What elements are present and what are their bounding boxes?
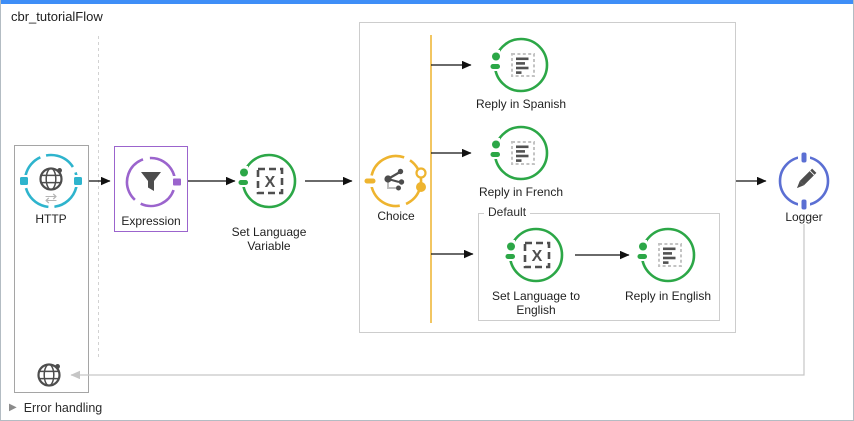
choice-router-icon xyxy=(364,154,427,208)
node-label: Logger xyxy=(785,210,823,224)
set-variable-icon xyxy=(237,153,297,209)
node-reply-in-french[interactable]: Reply in French xyxy=(479,121,563,199)
node-expression[interactable]: Expression xyxy=(119,150,183,228)
http-listener-scope-box[interactable] xyxy=(14,145,89,393)
flow-selection-bar xyxy=(1,0,853,4)
flow-title[interactable]: cbr_tutorialFlow xyxy=(11,9,103,24)
node-http[interactable]: ⇄ HTTP xyxy=(18,149,84,226)
set-payload-icon xyxy=(489,37,549,93)
set-variable-x-icon xyxy=(523,241,551,269)
node-label: Choice xyxy=(377,209,415,223)
node-label: Reply in English xyxy=(624,289,712,303)
choice-scope-box[interactable] xyxy=(359,22,736,333)
globe-icon xyxy=(37,362,62,387)
connector-logger-error-response xyxy=(70,224,805,380)
logger-icon xyxy=(778,152,830,210)
payload-lines-icon xyxy=(511,53,535,77)
node-label: Reply in Spanish xyxy=(475,97,567,111)
set-variable-x-icon xyxy=(256,167,284,195)
node-reply-in-english[interactable]: Reply in English xyxy=(625,223,711,303)
set-payload-icon xyxy=(636,227,696,283)
set-variable-icon xyxy=(504,227,564,283)
error-handling-section[interactable]: ▶ Error handling xyxy=(9,401,102,415)
node-logger[interactable]: Logger xyxy=(772,149,836,224)
expression-filter-icon xyxy=(125,156,183,208)
set-payload-icon xyxy=(489,125,549,181)
node-label: Set Language Variable xyxy=(231,225,307,253)
node-label: Reply in French xyxy=(478,185,564,199)
node-label: Set Language to English xyxy=(491,289,581,317)
node-choice[interactable]: Choice xyxy=(364,149,428,223)
payload-lines-icon xyxy=(658,243,682,267)
node-label: HTTP xyxy=(35,212,67,226)
node-set-language-variable[interactable]: Set Language Variable xyxy=(232,149,306,253)
default-route-box[interactable] xyxy=(478,213,720,321)
payload-lines-icon xyxy=(511,141,535,165)
disclosure-triangle-icon[interactable]: ▶ xyxy=(9,402,17,413)
http-listener-icon xyxy=(18,153,84,209)
expression-scope-box[interactable] xyxy=(114,146,188,232)
swap-arrows-icon: ⇄ xyxy=(44,190,58,207)
node-label: Expression xyxy=(121,214,181,228)
error-handling-label: Error handling xyxy=(23,401,103,415)
node-reply-in-spanish[interactable]: Reply in Spanish xyxy=(476,33,566,111)
default-route-label: Default xyxy=(484,205,531,219)
node-set-language-to-english[interactable]: Set Language to English xyxy=(492,223,580,317)
http-error-response[interactable] xyxy=(31,357,67,398)
